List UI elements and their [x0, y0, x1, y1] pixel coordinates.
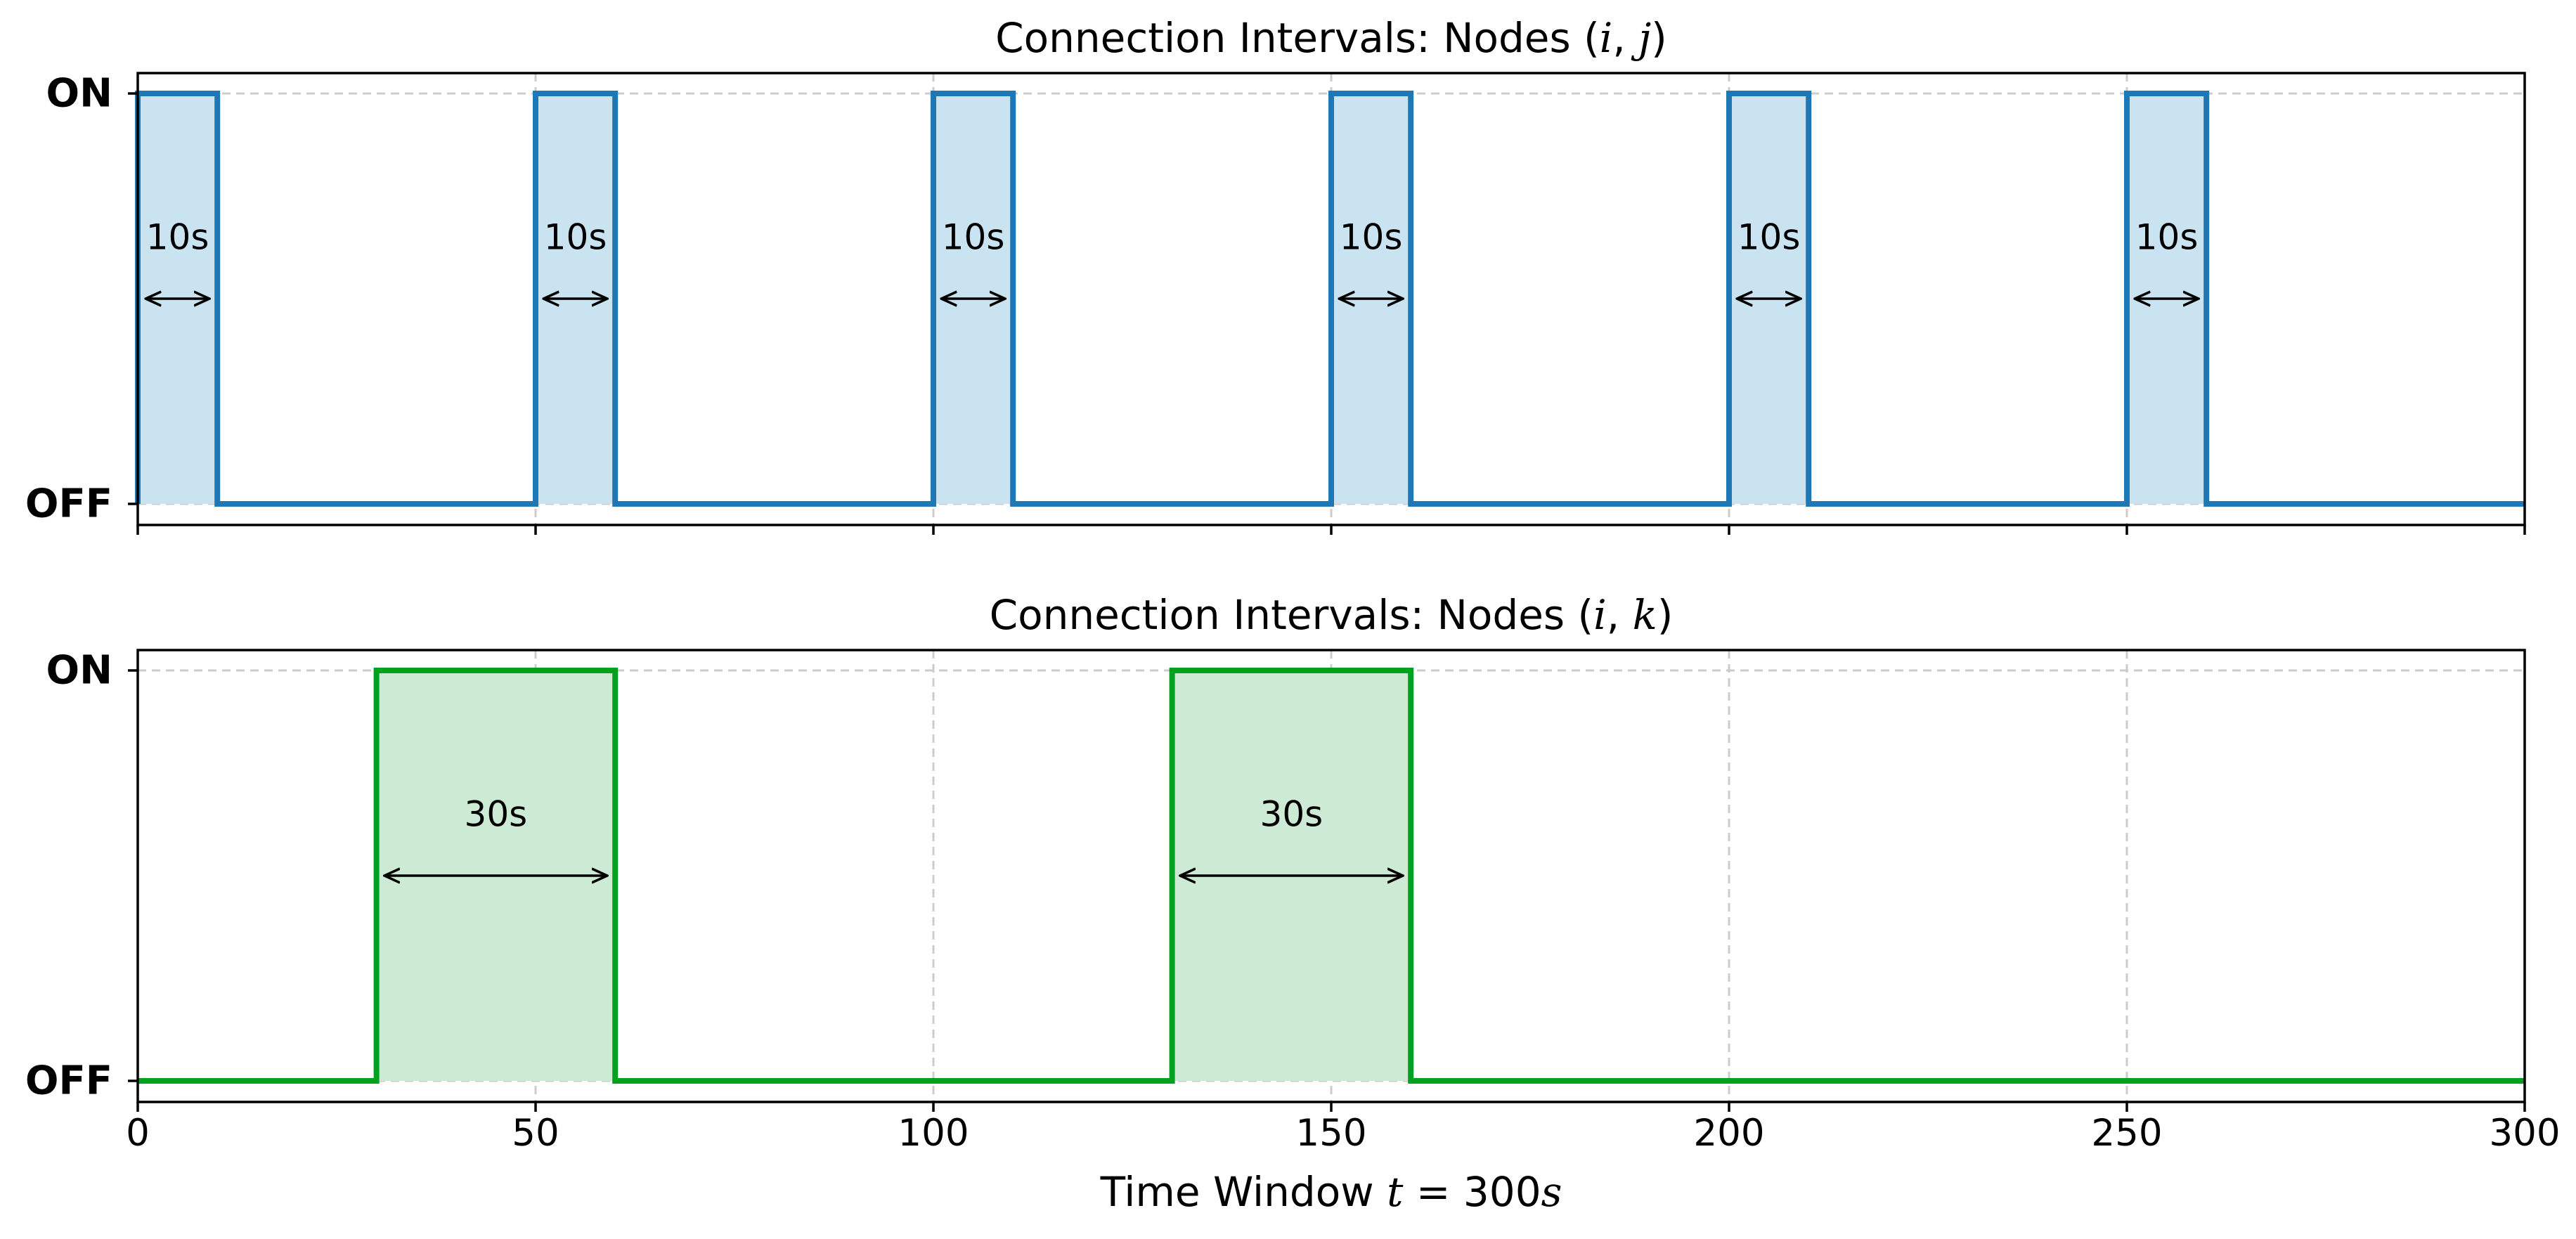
x-tick-label: 300	[2489, 1112, 2560, 1155]
x-tick-label: 150	[1295, 1112, 1366, 1155]
signal-line	[138, 668, 2525, 1084]
title-suffix: )	[1657, 591, 1674, 639]
panel-title: Connection Intervals: Nodes (i, j)	[995, 14, 1667, 62]
duration-label: 10s	[2135, 216, 2199, 257]
x-tick-label: 100	[898, 1112, 969, 1155]
x-tick-label: 250	[2091, 1112, 2162, 1155]
title-math-first: i	[1600, 14, 1613, 62]
duration-label: 30s	[465, 793, 528, 834]
y-tick-label: OFF	[25, 1058, 112, 1104]
title-math-second: k	[1633, 591, 1657, 639]
title-prefix: Connection Intervals: Nodes (	[990, 591, 1594, 639]
duration-label: 10s	[1737, 216, 1801, 257]
xlabel-math: t	[1387, 1168, 1404, 1216]
x-tick-label: 50	[512, 1112, 559, 1155]
duration-label: 30s	[1260, 793, 1323, 834]
duration-label: 10s	[146, 216, 209, 257]
signal-line	[135, 91, 2525, 507]
duration-label: 10s	[1340, 216, 1403, 257]
x-axis-label: Time Window t = 300s	[1100, 1168, 1562, 1216]
title-suffix: )	[1651, 14, 1667, 62]
title-math-first: i	[1593, 591, 1607, 639]
y-tick-label: OFF	[25, 481, 112, 527]
duration-label: 10s	[544, 216, 607, 257]
duration-label: 10s	[942, 216, 1005, 257]
y-tick-label: ON	[46, 71, 112, 117]
xlabel-eq: = 300	[1403, 1168, 1541, 1216]
title-comma: ,	[1607, 591, 1633, 639]
title-prefix: Connection Intervals: Nodes (	[995, 14, 1600, 62]
panel-title: Connection Intervals: Nodes (i, k)	[990, 591, 1674, 639]
xlabel-prefix: Time Window	[1100, 1168, 1387, 1216]
x-tick-label: 0	[126, 1112, 150, 1155]
y-tick-label: ON	[46, 648, 112, 694]
x-tick-label: 200	[1693, 1112, 1764, 1155]
chart-panel-2: 30s 30s 0 50 100 150 200 250 300 OFF ON Connection …	[25, 591, 2561, 1216]
xlabel-unit: s	[1541, 1168, 1562, 1216]
title-comma: ,	[1612, 14, 1638, 62]
